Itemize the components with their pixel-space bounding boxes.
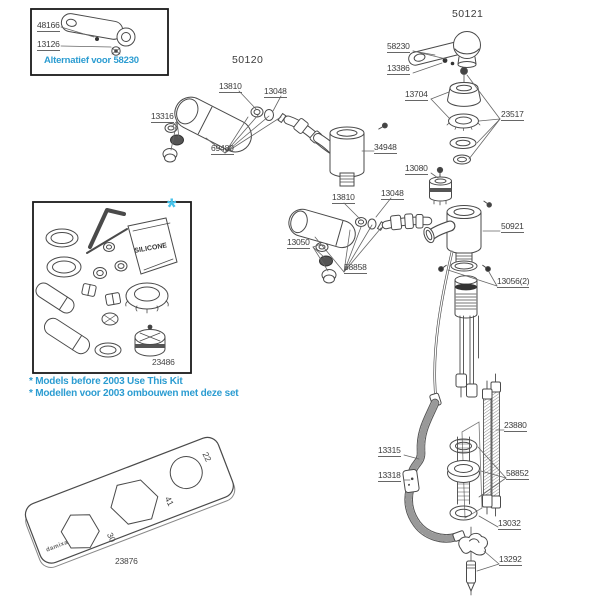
- part-label-13126: 13126: [37, 39, 60, 51]
- kit-asterisk: *: [167, 194, 177, 221]
- left-assembly-drawing: [162, 96, 388, 187]
- part-label-13315: 13315: [378, 445, 401, 457]
- part-label-13056: 13056(2): [497, 276, 530, 288]
- part-label-13810-left: 13810: [219, 81, 242, 93]
- right-assembly-drawing: [408, 31, 492, 398]
- part-label-13292: 13292: [499, 554, 522, 566]
- kit-drawing: [32, 201, 192, 374]
- plate-drawing: [24, 436, 236, 569]
- part-label-50921: 50921: [501, 221, 524, 233]
- part-label-23880: 23880: [504, 420, 527, 432]
- part-label-34948: 34948: [374, 142, 397, 154]
- inset-caption: Alternatief voor 58230: [44, 55, 139, 66]
- plate-size-22-label: 22: [200, 450, 213, 463]
- part-label-23517: 23517: [501, 109, 524, 121]
- part-label-13810-mid: 13810: [332, 192, 355, 204]
- part-label-58858: 58858: [344, 262, 367, 274]
- plate-size-41-label: 41: [163, 495, 176, 508]
- part-label-58230: 58230: [387, 41, 410, 53]
- part-label-13048-left: 13048: [264, 86, 287, 98]
- part-label-48166: 48166: [37, 20, 60, 32]
- part-label-13316: 13316: [151, 111, 174, 123]
- note-line-1: * Models before 2003 Use This Kit: [29, 376, 183, 387]
- part-label-13050: 13050: [287, 237, 310, 249]
- part-label-23486: 23486: [152, 357, 175, 367]
- part-label-13032: 13032: [498, 518, 521, 530]
- note-line-2: * Modellen voor 2003 ombouwen met deze s…: [29, 388, 239, 399]
- part-label-58852: 58852: [506, 468, 529, 480]
- assembly-title-50121: 50121: [452, 8, 484, 20]
- mid-spray-drawing: [288, 208, 433, 284]
- part-label-69480: 69480: [211, 143, 234, 155]
- plate-size-30-label: 30: [105, 531, 118, 544]
- part-label-13318: 13318: [378, 470, 401, 482]
- assembly-title-50120: 50120: [232, 54, 264, 66]
- under-sink-drawing: [402, 250, 501, 596]
- inset-alternative-drawing: [30, 8, 169, 76]
- leader-lines: [60, 26, 507, 572]
- part-label-13048-mid: 13048: [381, 188, 404, 200]
- part-label-23876: 23876: [115, 556, 138, 566]
- part-label-13386: 13386: [387, 63, 410, 75]
- part-label-13704: 13704: [405, 89, 428, 101]
- part-label-13080: 13080: [405, 163, 428, 175]
